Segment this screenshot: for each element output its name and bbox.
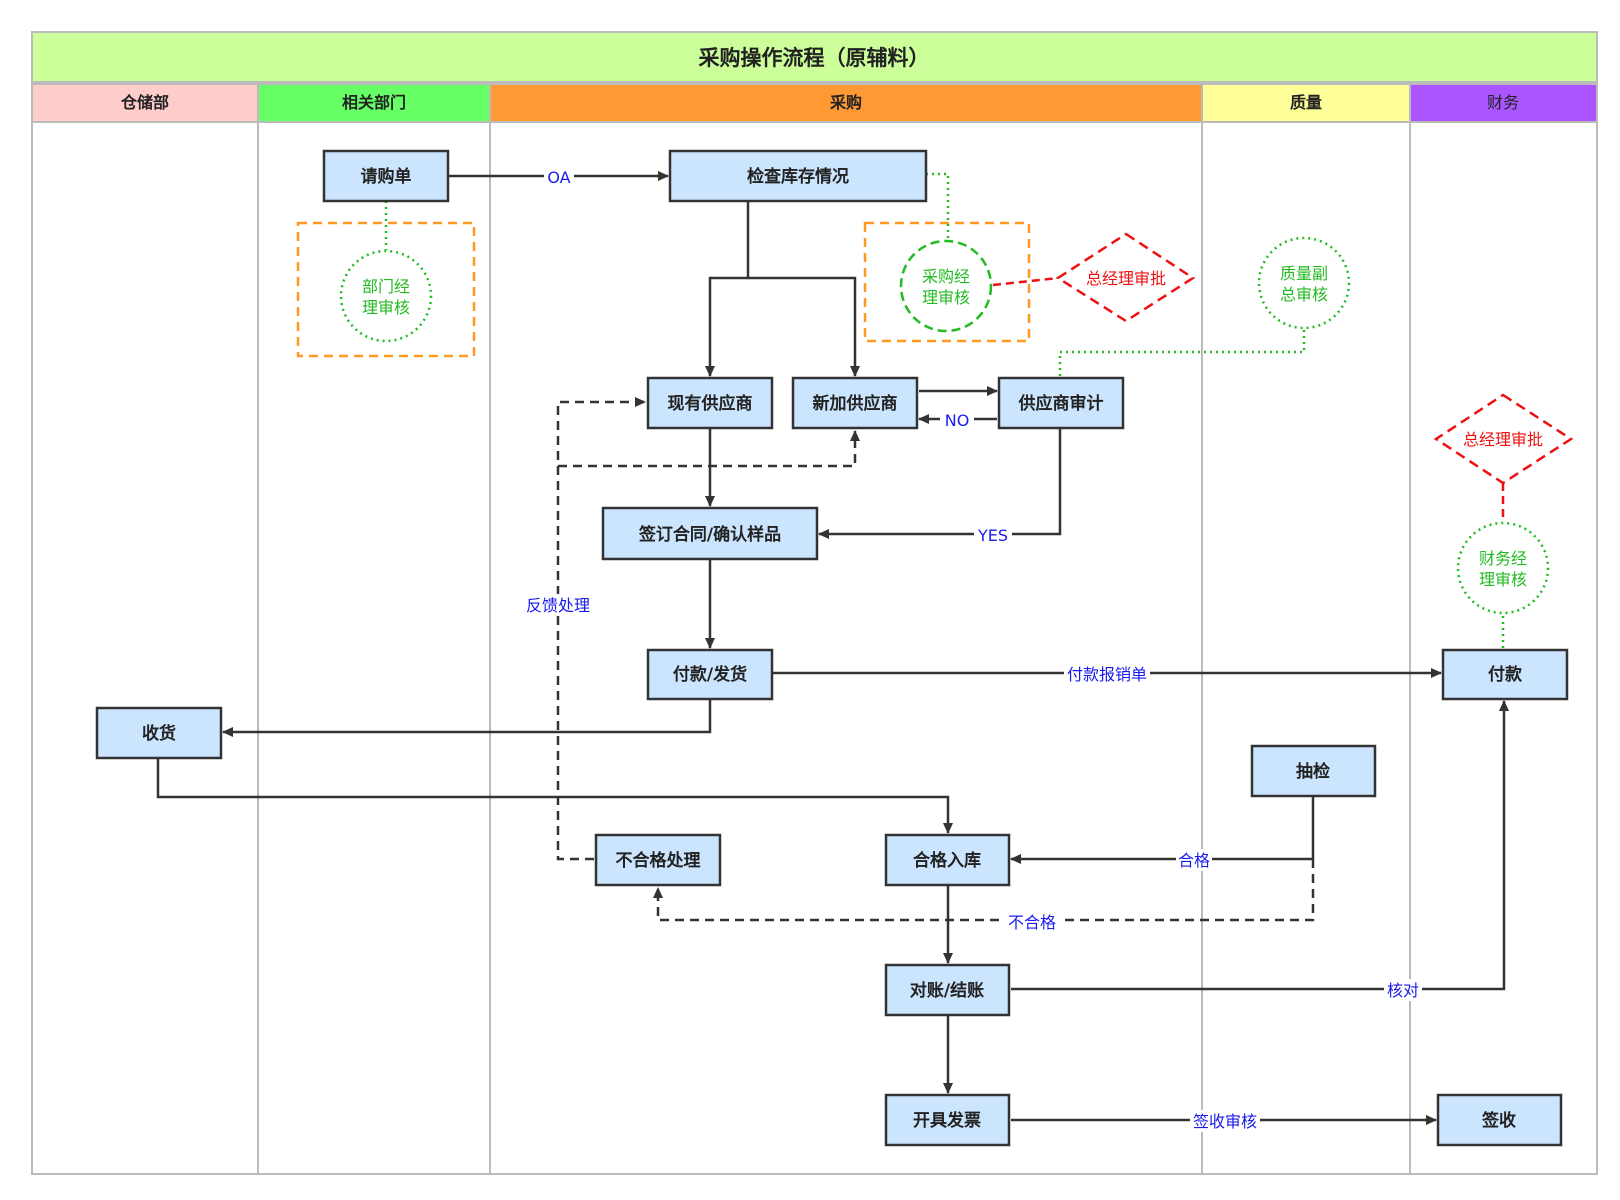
node-sign-contract-label: 签订合同/确认样品	[638, 524, 781, 545]
edge-check-new	[748, 276, 860, 377]
edge-feedback-new-supplier	[558, 430, 860, 468]
node-existing-supplier[interactable]	[646, 376, 774, 430]
edge-label-yes: YES	[977, 526, 1008, 545]
title-band	[31, 31, 1598, 83]
lane-header-finance	[1410, 84, 1597, 122]
node-reconcile[interactable]	[884, 963, 1011, 1017]
dept-manager-review-line1: 部门经	[362, 277, 410, 296]
edge-label-verify: 核对	[1387, 981, 1419, 1000]
gm-approval-diamond-1	[1055, 232, 1196, 323]
finance-manager-review	[1456, 521, 1550, 615]
lanes-frame	[31, 83, 1598, 1175]
gm-approval-diamond-2	[1433, 393, 1574, 485]
node-reconcile-label: 对账/结账	[910, 980, 984, 1001]
node-supplier-audit[interactable]	[997, 376, 1125, 430]
edge-payship-receive	[222, 699, 712, 737]
purchase-manager-review-line2: 理审核	[922, 288, 970, 307]
purchase-manager-review	[899, 239, 993, 333]
node-sign-receipt[interactable]	[1436, 1093, 1563, 1147]
edge-label-sign-review: 签收审核	[1193, 1112, 1257, 1131]
quality-vp-review-line2: 总审核	[1280, 285, 1328, 304]
diagram-title: 采购操作流程（原辅料）	[699, 46, 930, 70]
finance-manager-review-line2: 理审核	[1479, 570, 1527, 589]
node-sign-contract[interactable]	[601, 506, 819, 561]
node-pay-ship[interactable]	[646, 648, 774, 701]
dept-manager-review	[339, 249, 433, 343]
purchase-manager-review-line1: 采购经	[922, 267, 970, 286]
edge-sampling-unqualified	[653, 859, 1315, 922]
node-invoice-label: 开具发票	[913, 1110, 981, 1131]
node-payment-label: 付款	[1488, 664, 1523, 685]
node-unqualified-label: 不合格处理	[616, 850, 701, 871]
node-check-stock[interactable]	[668, 149, 928, 203]
node-check-stock-label: 检查库存情况	[747, 166, 849, 187]
lane-label-finance: 财务	[1487, 93, 1519, 112]
lane-label-related: 相关部门	[342, 93, 406, 112]
node-supplier-audit-label: 供应商审计	[1018, 393, 1104, 414]
node-receive-label: 收货	[142, 723, 176, 744]
lane-label-purchasing: 采购	[829, 93, 862, 112]
edge-audit-contract-yes	[818, 428, 1062, 539]
edge-check-existing	[705, 201, 750, 377]
quality-vp-review	[1257, 236, 1351, 330]
node-sign-receipt-label: 签收	[1481, 1110, 1516, 1131]
gm-approval-label-1: 总经理审批	[1086, 269, 1166, 288]
edge-reconcile-payment	[1011, 700, 1509, 991]
lane-header-quality	[1202, 84, 1410, 122]
edge-label-qualified: 合格	[1178, 851, 1210, 870]
edge-sampling-storage	[1010, 796, 1315, 864]
node-payment[interactable]	[1441, 648, 1569, 701]
node-requisition-label: 请购单	[361, 166, 412, 187]
node-existing-supplier-label: 现有供应商	[668, 393, 753, 414]
node-new-supplier[interactable]	[791, 376, 919, 430]
edge-unqualified-feedback	[556, 397, 646, 861]
node-sampling[interactable]	[1250, 744, 1377, 798]
purchase-review-box	[863, 221, 1031, 343]
node-new-supplier-label: 新加供应商	[813, 393, 898, 414]
node-unqualified[interactable]	[594, 833, 722, 887]
dept-review-box	[296, 221, 476, 358]
gm-approval-label-2: 总经理审批	[1463, 430, 1543, 449]
node-qualified-storage[interactable]	[884, 833, 1011, 887]
edge-label-not-qualified: 不合格	[1008, 913, 1056, 932]
edge-label-no: NO	[945, 411, 970, 430]
edge-label-oa: OA	[547, 168, 570, 187]
lane-label-quality: 质量	[1290, 93, 1322, 112]
edge-receive-storage	[156, 758, 953, 834]
node-pay-ship-label: 付款/发货	[673, 664, 747, 685]
lane-header-purchasing	[490, 84, 1202, 122]
node-receive[interactable]	[95, 706, 223, 760]
edge-label-pay-reimburse: 付款报销单	[1067, 665, 1147, 684]
dept-manager-review-line2: 理审核	[362, 298, 410, 317]
quality-vp-review-line1: 质量副	[1280, 264, 1328, 283]
edge-label-feedback: 反馈处理	[526, 596, 590, 615]
node-invoice[interactable]	[884, 1093, 1011, 1147]
node-requisition[interactable]	[322, 149, 450, 203]
finance-manager-review-line1: 财务经	[1479, 549, 1527, 568]
node-qualified-storage-label: 合格入库	[913, 850, 981, 871]
lane-header-warehouse	[32, 84, 258, 122]
lane-header-related	[258, 84, 490, 122]
lane-label-warehouse: 仓储部	[120, 93, 169, 112]
node-sampling-label: 抽检	[1296, 761, 1330, 782]
